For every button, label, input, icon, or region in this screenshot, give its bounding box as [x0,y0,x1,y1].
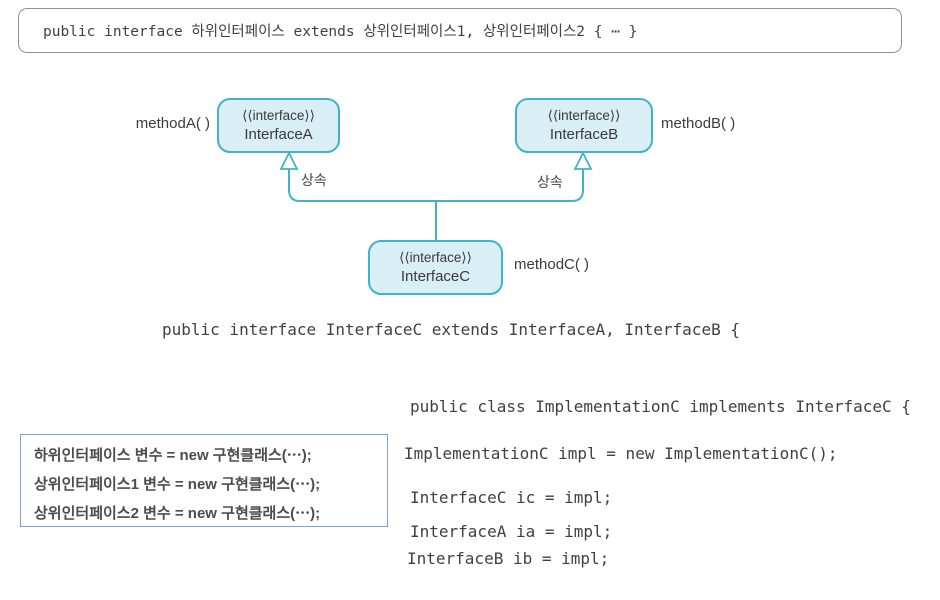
variable-assignment-box: 하위인터페이스 변수 = new 구현클래스(⋯); 상위인터페이스1 변수 =… [20,434,388,527]
uml-node-interface-a: ⟨⟨interface⟩⟩ InterfaceA [217,98,340,153]
implementation-class-code-line: public class ImplementationC implements … [410,397,911,416]
interface-c-assignment-code-line: InterfaceC ic = impl; [410,488,613,507]
variable-assignment-line: 하위인터페이스 변수 = new 구현클래스(⋯); [34,447,312,464]
interface-extends-syntax-box: public interface 하위인터페이스 extends 상위인터페이스… [18,8,902,53]
interface-a-name: InterfaceA [244,125,313,143]
interface-b-assignment-code-line: InterfaceB ib = impl; [407,549,610,568]
interface-extends-syntax-code: public interface 하위인터페이스 extends 상위인터페이스… [43,24,638,40]
variable-assignment-line: 상위인터페이스2 변수 = new 구현클래스(⋯); [34,505,321,522]
interface-c-stereotype: ⟨⟨interface⟩⟩ [399,249,472,265]
variable-assignment-line: 상위인터페이스1 변수 = new 구현클래스(⋯); [34,476,321,493]
interface-c-declaration-code: public interface InterfaceC extends Inte… [162,320,740,339]
interface-c-name: InterfaceC [400,267,471,285]
interface-b-stereotype: ⟨⟨interface⟩⟩ [547,107,621,123]
inheritance-label-left: 상속 [301,172,327,188]
inheritance-connector [279,150,593,240]
interface-b-name: InterfaceB [549,125,619,143]
uml-node-interface-c: ⟨⟨interface⟩⟩ InterfaceC [368,240,503,295]
method-a-label: methodA( ) [135,115,210,132]
hollow-triangle-arrowhead-left [279,150,299,170]
interface-a-stereotype: ⟨⟨interface⟩⟩ [242,107,315,123]
method-b-label: methodB( ) [661,115,736,132]
implementation-instance-code-line: ImplementationC impl = new Implementatio… [404,444,838,463]
inheritance-label-right: 상속 [537,174,563,190]
interface-a-assignment-code-line: InterfaceA ia = impl; [410,522,613,541]
method-c-label: methodC( ) [514,256,590,273]
uml-node-interface-b: ⟨⟨interface⟩⟩ InterfaceB [515,98,653,153]
hollow-triangle-arrowhead-right [573,150,593,170]
